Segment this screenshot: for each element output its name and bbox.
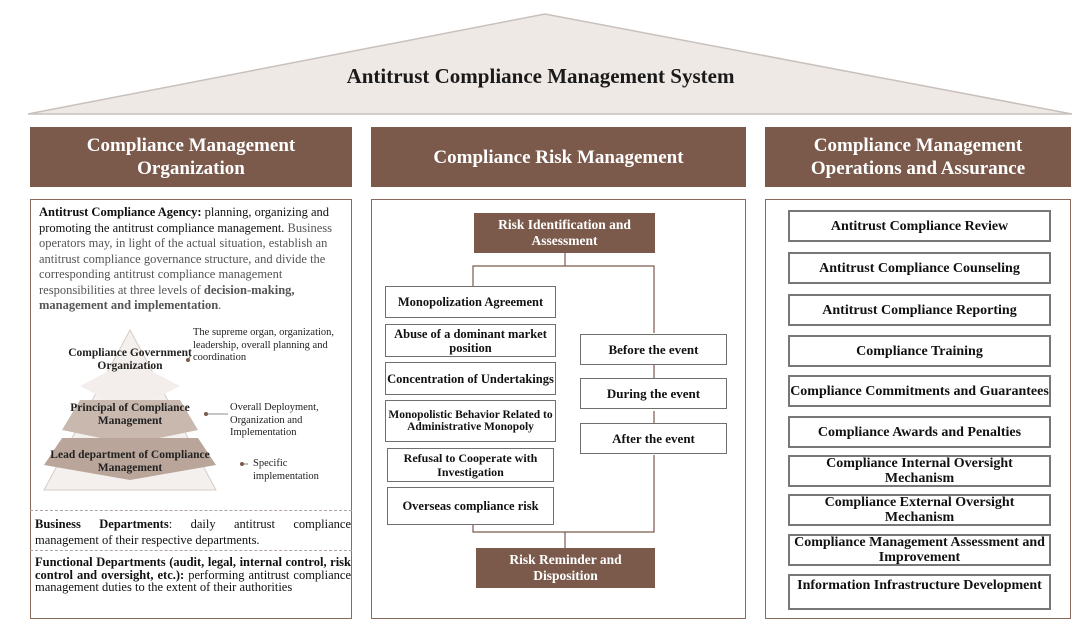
- risk-item-administrative-monopoly: Monopolistic Behavior Related to Adminis…: [385, 400, 556, 442]
- pyramid-level-2-note: Overall Deployment, Organization and Imp…: [230, 402, 319, 438]
- functional-label: Functional Departments (audit, legal, in…: [35, 555, 351, 582]
- business-text: : daily antitrust compliance management …: [35, 517, 351, 547]
- risk-connector-lines: [472, 252, 655, 548]
- risk-identification-box: Risk Identification and Assessment: [474, 213, 655, 253]
- pyramid-level-3-label: Lead department of Compliance Management: [50, 449, 210, 474]
- divider-1: [30, 510, 352, 511]
- business-label: Business Departments: [35, 517, 169, 531]
- agency-end: .: [218, 298, 222, 312]
- ops-item-external-oversight: Compliance External Oversight Mechanism: [788, 494, 1051, 526]
- risk-item-abuse-dominant-position: Abuse of a dominant market position: [385, 324, 556, 357]
- pyramid-level-2-label: Principal of Compliance Management: [70, 402, 190, 427]
- divider-2: [30, 550, 352, 551]
- pyramid-level-3-note: Specific implementation: [253, 458, 319, 482]
- system-title: Antitrust Compliance Management System: [346, 64, 735, 88]
- agency-text-2: Business operators may, in light of the …: [39, 220, 332, 297]
- pyramid-level-1-note: The supreme organ, organization, leaders…: [193, 327, 335, 363]
- functional-departments-text: Functional Departments (audit, legal, in…: [35, 556, 351, 594]
- functional-text: performing antitrust compliance manageme…: [35, 567, 352, 594]
- risk-item-concentration: Concentration of Undertakings: [385, 362, 556, 395]
- risk-item-refusal-cooperate: Refusal to Cooperate with Investigation: [387, 448, 554, 482]
- ops-item-assessment: Compliance Management Assessment and Imp…: [788, 534, 1051, 566]
- pyramid-shape: [43, 328, 248, 491]
- ops-item-review: Antitrust Compliance Review: [788, 210, 1051, 242]
- ops-item-commitments: Compliance Commitments and Guarantees: [788, 375, 1051, 407]
- risk-item-monopolization-agreement: Monopolization Agreement: [385, 286, 556, 318]
- organization-heading: Compliance Management Organization: [30, 127, 352, 187]
- ops-item-counseling: Antitrust Compliance Counseling: [788, 252, 1051, 284]
- business-departments-text: Business Departments: daily antitrust co…: [35, 517, 351, 548]
- agency-text-1: planning, organizing and promoting the a…: [39, 205, 330, 235]
- ops-item-reporting: Antitrust Compliance Reporting: [788, 294, 1051, 326]
- ops-item-awards-penalties: Compliance Awards and Penalties: [788, 416, 1051, 448]
- ops-item-training: Compliance Training: [788, 335, 1051, 367]
- timing-after: After the event: [580, 423, 727, 454]
- pyramid-level-1-label: Compliance Government Organization: [68, 347, 192, 372]
- risk-item-overseas: Overseas compliance risk: [387, 487, 554, 525]
- risk-reminder-box: Risk Reminder and Disposition: [476, 548, 655, 588]
- timing-during: During the event: [580, 378, 727, 409]
- agency-bold: decision-making, management and implemen…: [39, 282, 295, 313]
- ops-item-internal-oversight: Compliance Internal Oversight Mechanism: [788, 455, 1051, 487]
- timing-before: Before the event: [580, 334, 727, 365]
- agency-description: Antitrust Compliance Agency: planning, o…: [39, 205, 351, 314]
- operations-heading: Compliance Management Operations and Ass…: [765, 127, 1071, 187]
- roof-shape: [27, 13, 1073, 115]
- agency-label: Antitrust Compliance Agency:: [39, 205, 202, 219]
- ops-item-infrastructure: Information Infrastructure Development: [788, 574, 1051, 610]
- risk-heading: Compliance Risk Management: [371, 127, 746, 187]
